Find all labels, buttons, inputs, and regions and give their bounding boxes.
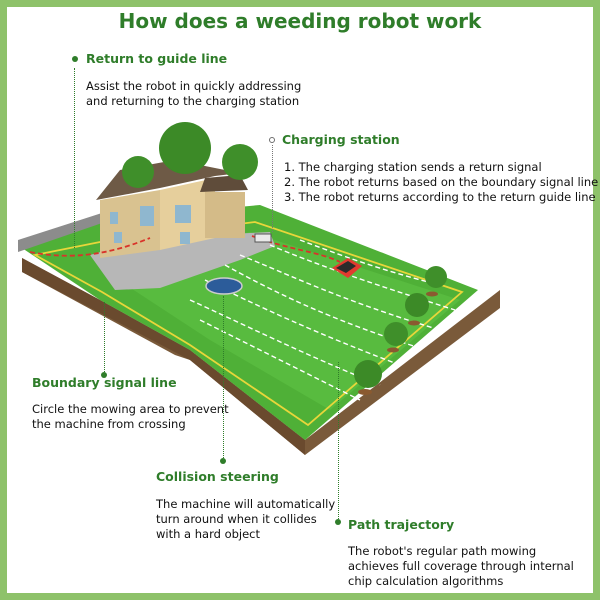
return-guide-description: Assist the robot in quickly addressing a… [86,79,302,108]
charging-station-marker [269,137,275,143]
return-guide-heading: Return to guide line [86,51,228,66]
robot-mower [332,258,362,278]
boundary-signal-description: Circle the mowing area to prevent the ma… [32,402,229,431]
return-guide-leader [74,68,75,248]
background-trees [122,122,258,188]
charging-station-description: 1. The charging station sends a return s… [284,160,599,204]
soil-front [22,258,305,455]
charging-station-leader [272,145,273,232]
collision-steering-description: The machine will automatically turn arou… [156,497,336,541]
trampoline [205,277,243,295]
page-title: How does a weeding robot work [118,9,482,33]
return-guide-marker [72,56,78,62]
path-trajectory-marker [335,519,341,525]
lawn-trees [354,266,447,395]
boundary-signal-leader [104,302,105,372]
collision-steering-heading: Collision steering [156,469,279,484]
fence [18,212,105,252]
charging-station-heading: Charging station [282,132,400,147]
boundary-signal-marker [101,372,107,378]
path-trajectory-lines [189,239,456,401]
charging-station [254,233,272,243]
collision-steering-marker [220,458,226,464]
collision-steering-leader [223,296,224,458]
return-guide-line [29,237,151,257]
path-trajectory-description: The robot's regular path mowing achieves… [348,544,574,588]
path-trajectory-heading: Path trajectory [348,517,455,532]
boundary-signal-heading: Boundary signal line [32,375,177,390]
path-trajectory-leader [338,362,339,519]
